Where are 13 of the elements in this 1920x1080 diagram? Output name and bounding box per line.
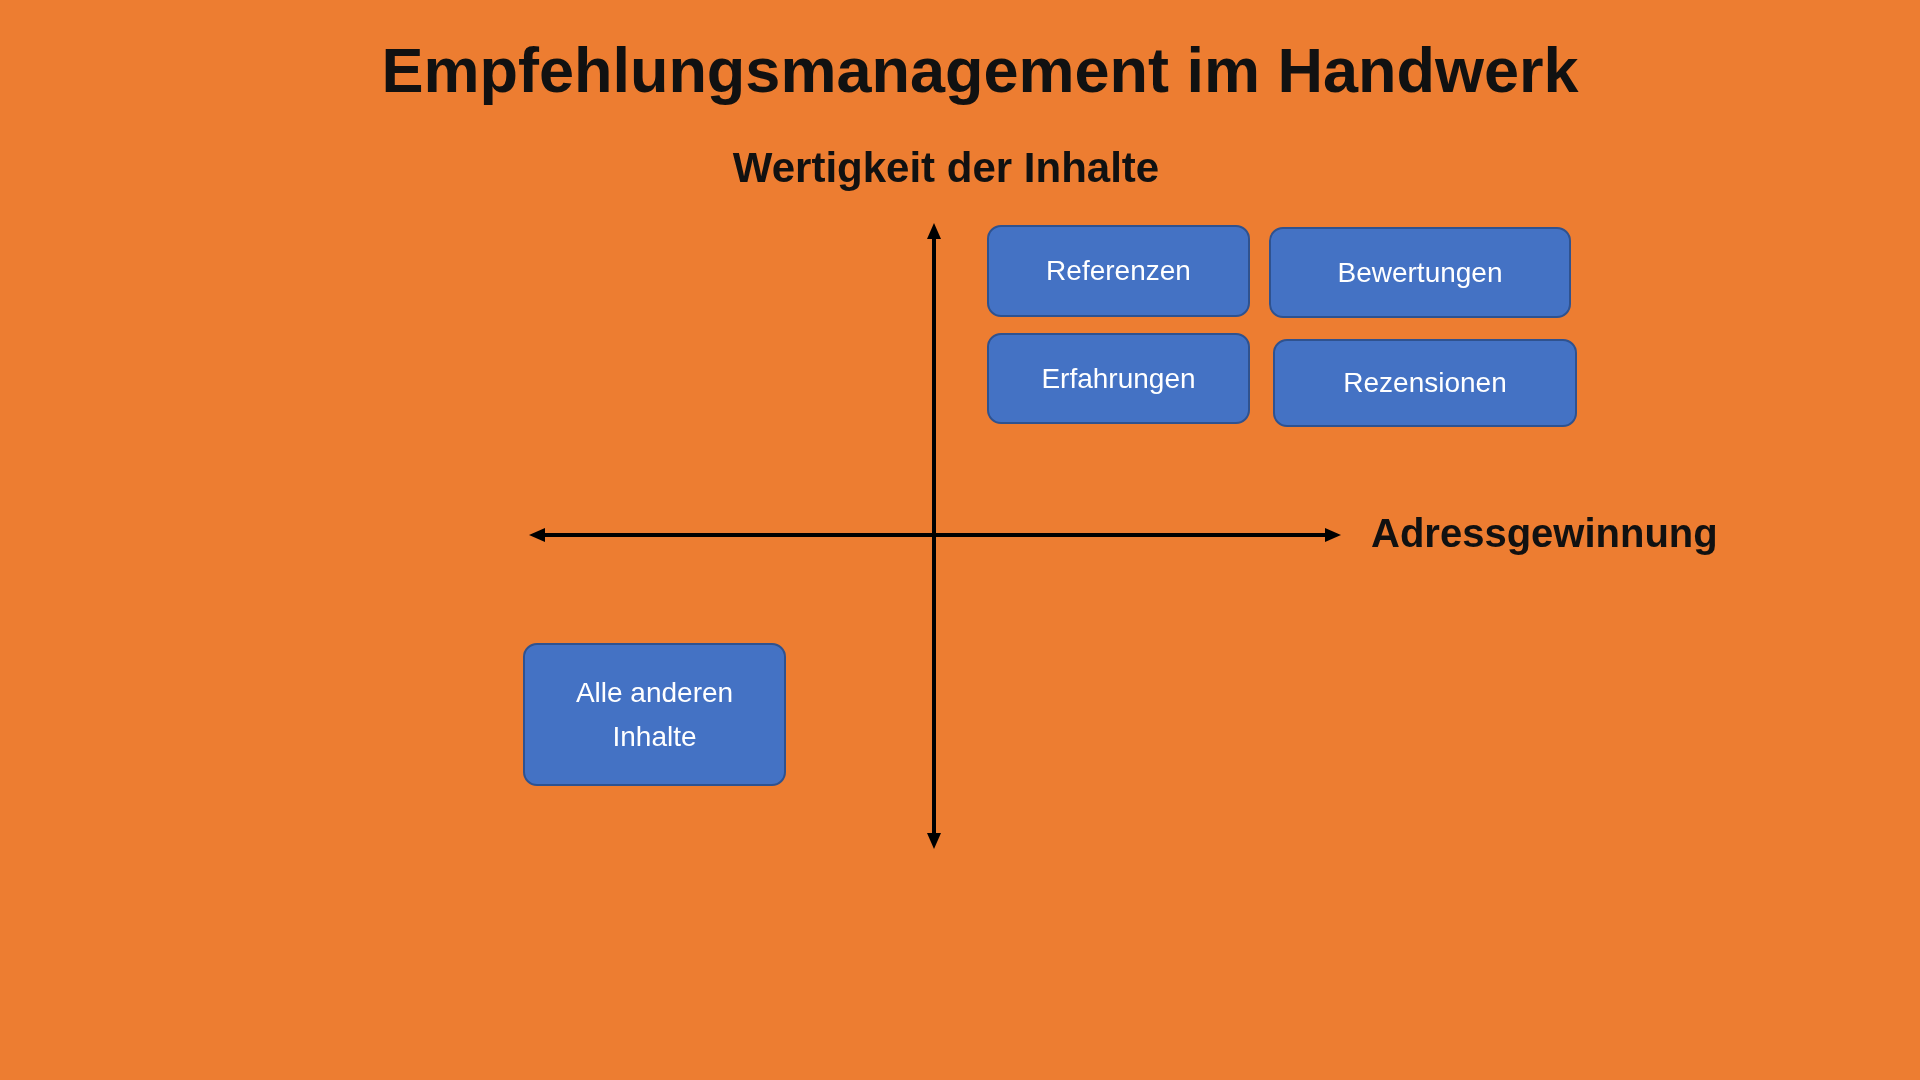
category-box: [523, 643, 786, 786]
box-label: Erfahrungen: [1041, 361, 1196, 396]
box-label: Rezensionen: [1343, 366, 1507, 401]
category-box: [987, 225, 1250, 317]
box-label: Bewertungen: [1337, 255, 1503, 290]
axis-label: Wertigkeit der Inhalte: [732, 144, 1160, 192]
category-box: [1273, 339, 1577, 427]
axis-label: Adressgewinnung: [1371, 510, 1718, 556]
box-label: Referenzen: [1046, 254, 1191, 289]
box-label: Alle anderen Inhalte: [574, 676, 735, 754]
category-box: [1269, 227, 1571, 318]
diagram-title: Empfehlungsmanagement im Handwerk: [381, 34, 1579, 106]
category-box: [987, 333, 1250, 424]
